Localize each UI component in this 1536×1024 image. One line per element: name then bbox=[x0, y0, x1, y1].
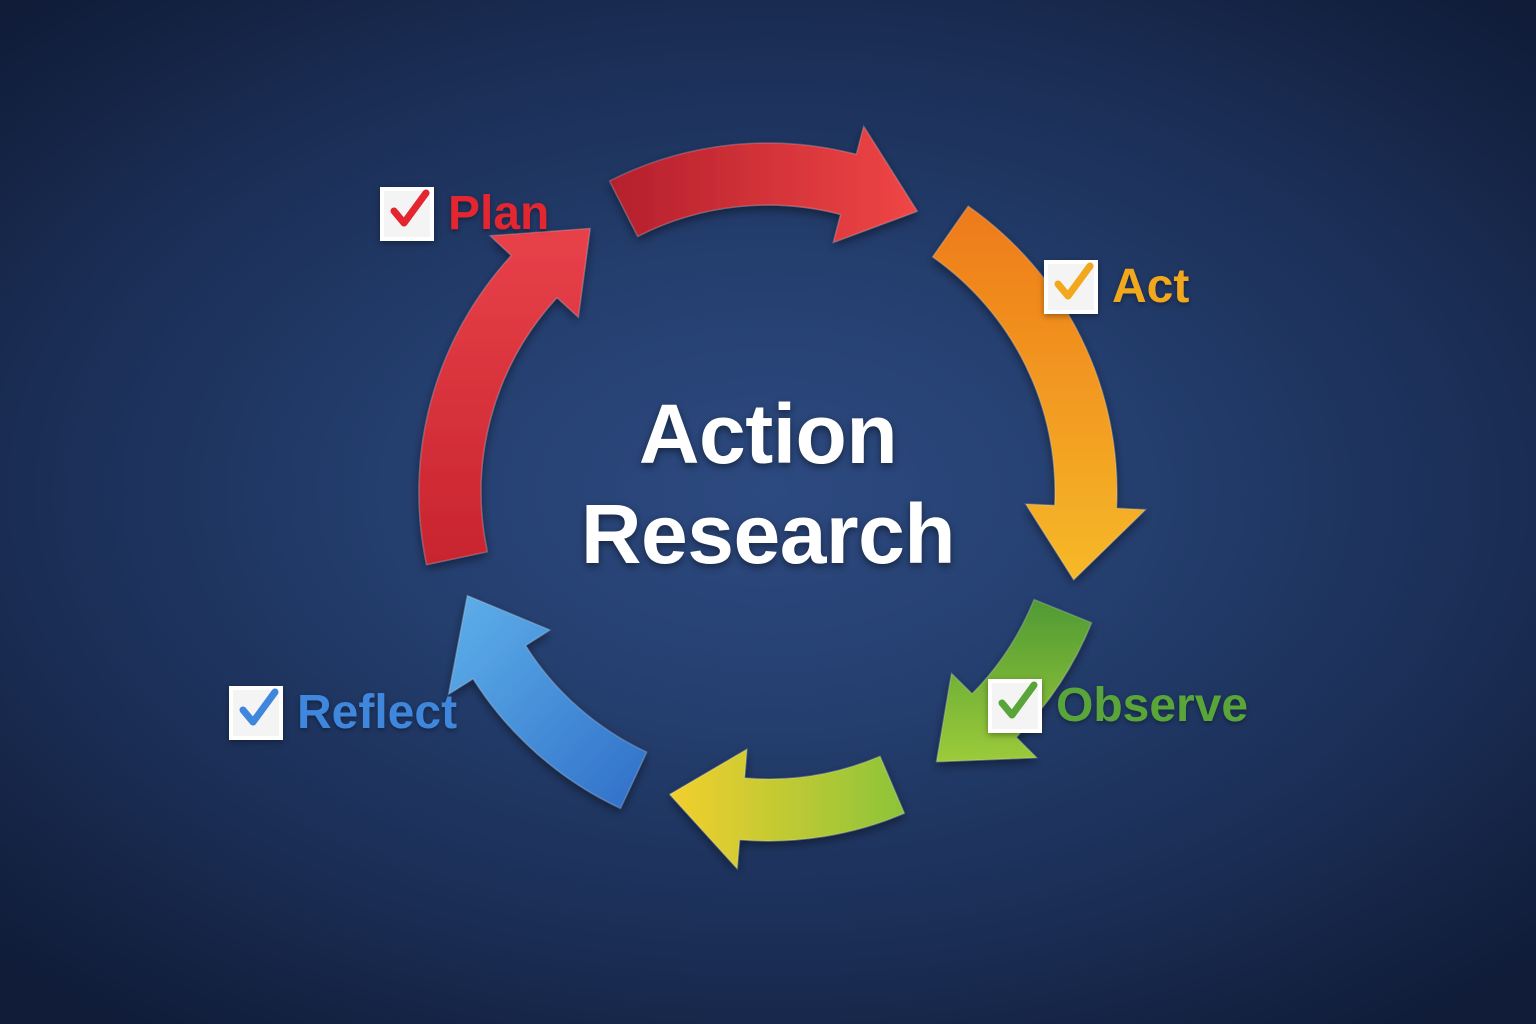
arrow-reflect-to-plan bbox=[418, 227, 592, 566]
step-act-label: Act bbox=[1112, 260, 1190, 313]
step-observe-label: Observe bbox=[1056, 679, 1249, 732]
step-plan-label: Plan bbox=[448, 187, 550, 240]
step-plan: Plan bbox=[380, 187, 549, 241]
checkbox-icon bbox=[988, 679, 1042, 733]
step-observe: Observe bbox=[988, 679, 1248, 733]
step-reflect-label: Reflect bbox=[297, 686, 458, 739]
arrow-plan-to-act bbox=[608, 124, 919, 244]
step-act: Act bbox=[1044, 260, 1189, 314]
checkbox-icon bbox=[1044, 260, 1098, 314]
title-line-action: Action bbox=[638, 387, 898, 481]
step-reflect: Reflect bbox=[229, 686, 457, 740]
checkbox-icon bbox=[229, 686, 283, 740]
title-line-research: Research bbox=[580, 487, 956, 581]
arrow-reflect-up bbox=[447, 594, 648, 810]
arrow-observe-to-reflect bbox=[668, 747, 906, 871]
checkbox-icon bbox=[380, 187, 434, 241]
